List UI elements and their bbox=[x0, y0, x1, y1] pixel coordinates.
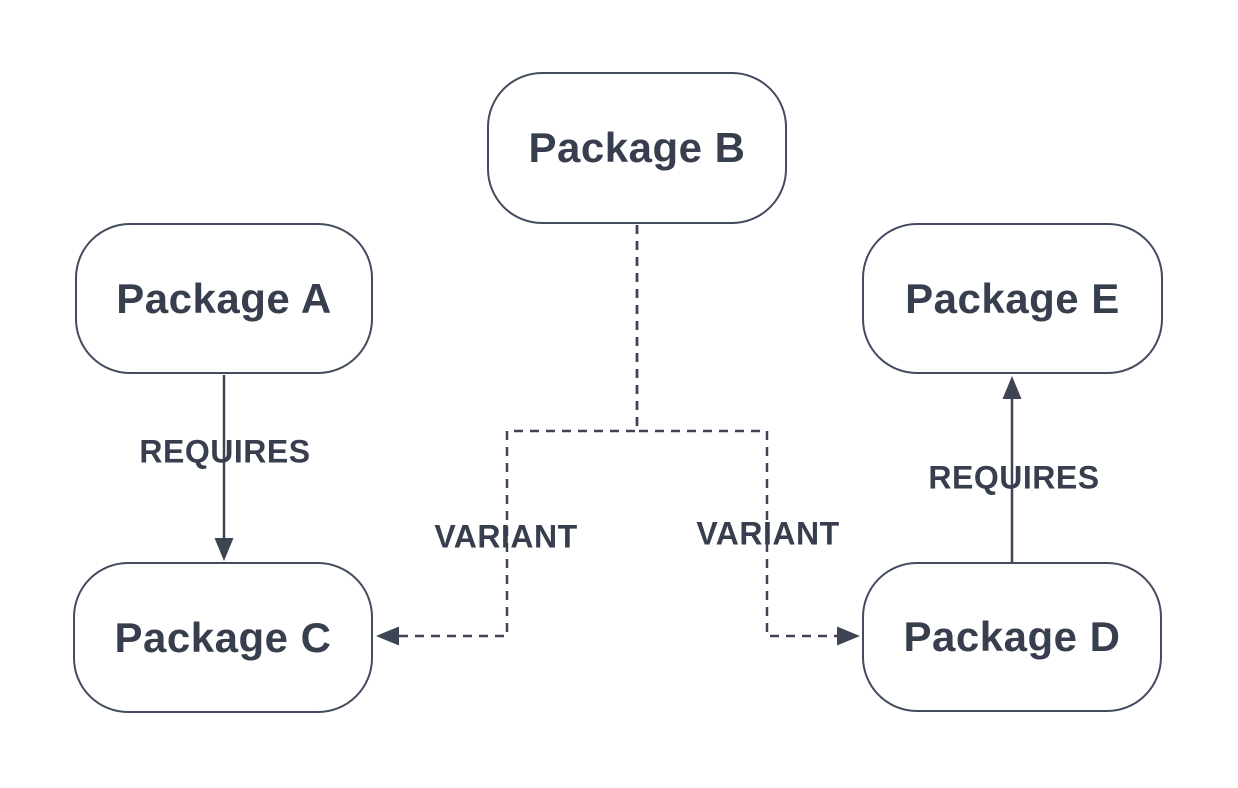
edge-b-to-c-line bbox=[399, 225, 639, 638]
node-package-d: Package D bbox=[862, 562, 1162, 712]
edge-d-to-e-arrowhead-icon bbox=[1002, 376, 1022, 399]
node-package-d-label: Package D bbox=[903, 613, 1121, 660]
node-package-a-label: Package A bbox=[116, 274, 332, 322]
edge-label-variant-b-d: VARIANT bbox=[696, 515, 840, 552]
edge-b-to-c-arrowhead-icon bbox=[376, 626, 399, 646]
edge-label-variant-b-c: VARIANT bbox=[434, 518, 578, 555]
node-package-a: Package A bbox=[75, 223, 373, 374]
edge-label-requires-a-c: REQUIRES bbox=[139, 433, 311, 470]
edge-label-requires-d-e: REQUIRES bbox=[928, 459, 1100, 496]
edge-a-to-c-arrowhead-icon bbox=[214, 538, 234, 561]
node-package-e-label: Package E bbox=[905, 274, 1120, 322]
node-package-b-label: Package B bbox=[528, 124, 746, 171]
node-package-c-label: Package C bbox=[114, 613, 332, 661]
node-package-c: Package C bbox=[73, 562, 373, 713]
edge-b-to-d-arrowhead-icon bbox=[837, 626, 860, 646]
edge-b-to-d-line bbox=[635, 225, 837, 638]
node-package-e: Package E bbox=[862, 223, 1163, 374]
node-package-b: Package B bbox=[487, 72, 787, 224]
